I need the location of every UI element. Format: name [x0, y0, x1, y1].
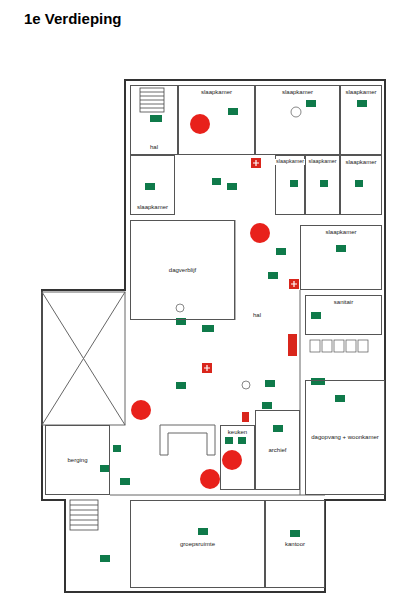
room-box: slaapkamer	[340, 155, 382, 215]
room-box: sanitair	[305, 295, 382, 335]
room-box: slaapkamer	[300, 225, 382, 290]
room-name: groepsruimte	[179, 541, 216, 548]
room-name: slaapkamer	[275, 159, 305, 165]
outer-wall	[42, 80, 385, 592]
assembly-dots	[131, 114, 270, 489]
room-name: hal	[149, 144, 159, 151]
counter	[160, 425, 215, 455]
room-name: berging	[66, 457, 88, 464]
room-box: berging	[45, 425, 110, 495]
room-name: kantoor	[284, 541, 306, 548]
room-name: sanitair	[333, 299, 354, 306]
void-cross	[42, 292, 125, 425]
room-box: slaapkamer	[305, 155, 340, 215]
room-name: keuken	[227, 429, 248, 436]
room-name: slaapkamer	[136, 204, 169, 211]
void-cross	[42, 292, 125, 425]
room-box: slaapkamer	[340, 85, 382, 155]
room-name: slaapkamer	[281, 89, 314, 96]
room-name: slaapkamer	[308, 159, 338, 165]
room-box: slaapkamer	[130, 155, 175, 215]
room-box: archief	[255, 410, 300, 490]
room-box: slaapkamer	[178, 85, 255, 155]
plan-title: 1e Verdieping	[24, 10, 122, 27]
room-box: hal	[130, 85, 178, 155]
room-name: slaapkamer	[324, 229, 357, 236]
exit-signs	[100, 100, 367, 562]
room-name: slaapkamer	[344, 159, 377, 166]
void-box	[42, 292, 125, 425]
room-name: archief	[267, 447, 287, 454]
room-box: dagopvang + woonkamer	[305, 380, 385, 495]
fire-icons	[202, 158, 299, 422]
inner-wall	[110, 495, 325, 496]
room-box: slaapkamer	[275, 155, 305, 215]
room-box: dagverblijf	[130, 220, 235, 320]
room-name: slaapkamer	[344, 89, 377, 96]
room-box: keuken	[220, 425, 255, 490]
room-name: slaapkamer	[200, 89, 233, 96]
room-name: dagopvang + woonkamer	[310, 434, 380, 441]
area-label: hal	[252, 312, 262, 318]
room-box: kantoor	[265, 500, 325, 588]
room-box: groepsruimte	[130, 500, 265, 588]
room-box: slaapkamer	[255, 85, 340, 155]
room-name: dagverblijf	[168, 267, 197, 274]
